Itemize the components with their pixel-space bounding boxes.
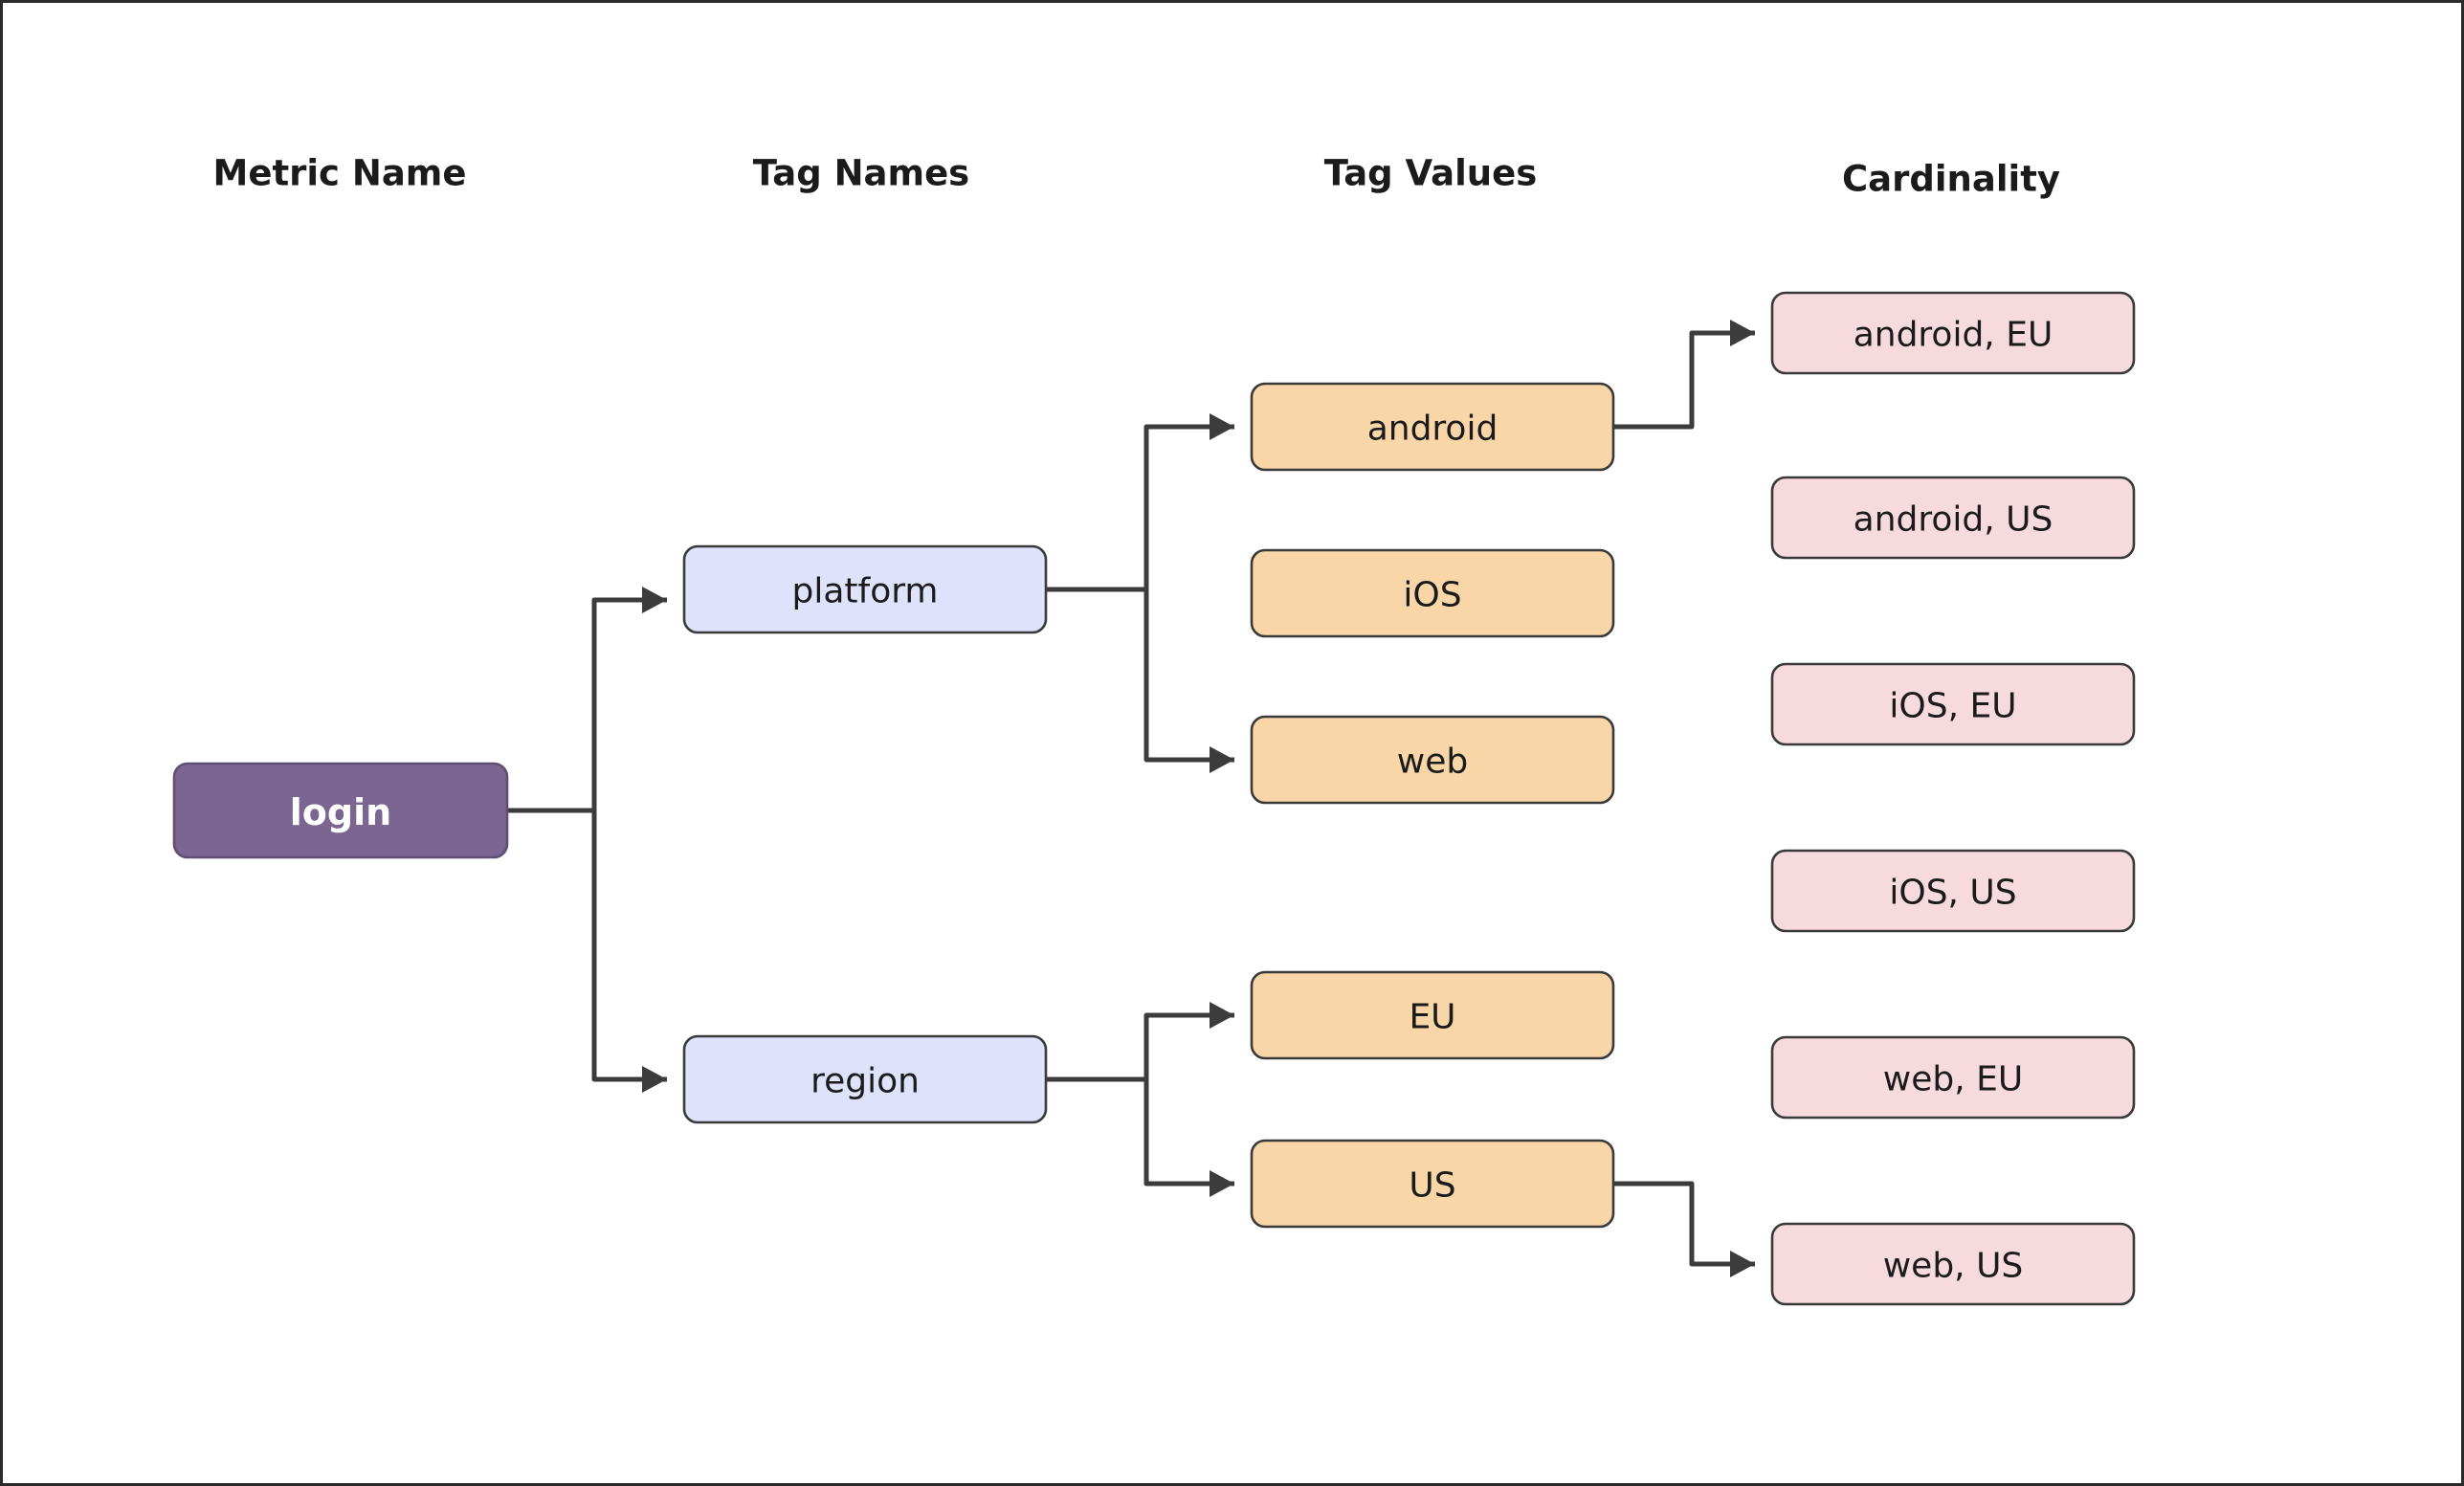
node-label-ios-eu: iOS, EU (1889, 687, 2016, 726)
edge-line-android-to-android-eu (1613, 330, 1755, 430)
node-box-android-eu[interactable] (1770, 291, 2136, 375)
node-ios[interactable]: iOS (1250, 548, 1615, 638)
node-web-eu[interactable]: web, EU (1770, 1035, 2136, 1120)
edge-arrowhead-region-to-us (1210, 1170, 1234, 1197)
edge-region-to-eu (1046, 1002, 1234, 1082)
edge-arrowhead-platform-to-web (1210, 746, 1234, 773)
node-android[interactable]: android (1250, 382, 1615, 472)
node-box-web-us[interactable] (1770, 1222, 2136, 1306)
node-android-us[interactable]: android, US (1770, 476, 2136, 560)
column-header-cardinality: Cardinality (1842, 159, 2060, 200)
column-headers-group: Metric Name Tag Names Tag Values Cardinalit… (213, 153, 2060, 200)
node-label-region: region (810, 1062, 920, 1101)
node-label-ios-us: iOS, US (1889, 874, 2016, 913)
node-web[interactable]: web (1250, 715, 1615, 805)
node-label-android: android (1367, 410, 1498, 449)
node-label-ios: iOS (1403, 576, 1461, 615)
node-ios-us[interactable]: iOS, US (1770, 849, 2136, 933)
node-label-android-us: android, US (1854, 500, 2053, 540)
node-label-web-eu: web, EU (1883, 1060, 2023, 1099)
edge-arrowhead-us-to-web-us (1730, 1251, 1755, 1277)
node-label-us: US (1409, 1166, 1455, 1206)
edge-line-login-to-region (507, 808, 667, 1082)
edge-arrowhead-android-to-android-eu (1730, 320, 1755, 346)
node-ios-eu[interactable]: iOS, EU (1770, 662, 2136, 746)
node-box-android[interactable] (1250, 382, 1615, 472)
node-region[interactable]: region (682, 1034, 1048, 1124)
node-box-web[interactable] (1250, 715, 1615, 805)
edge-arrowhead-region-to-eu (1210, 1002, 1234, 1029)
edge-line-platform-to-android (1046, 424, 1234, 592)
column-header-metric-name: Metric Name (213, 153, 467, 194)
node-label-platform: platform (792, 572, 939, 611)
edge-login-to-region (507, 808, 667, 1093)
node-platform[interactable]: platform (682, 544, 1048, 634)
edges-group (507, 320, 1755, 1277)
edge-login-to-platform (507, 587, 667, 813)
edge-us-to-web-us (1613, 1181, 1755, 1277)
edge-platform-to-web (1046, 587, 1234, 773)
node-login[interactable]: login (172, 762, 509, 859)
edge-line-us-to-web-us (1613, 1181, 1755, 1267)
node-eu[interactable]: EU (1250, 970, 1615, 1060)
edge-line-region-to-us (1046, 1076, 1234, 1187)
node-label-web: web (1397, 743, 1468, 782)
edge-line-region-to-eu (1046, 1012, 1234, 1082)
node-box-region[interactable] (682, 1034, 1048, 1124)
column-header-tag-values: Tag Values (1324, 153, 1538, 194)
node-box-ios-us[interactable] (1770, 849, 2136, 933)
node-box-login[interactable] (172, 762, 509, 859)
node-label-android-eu: android, EU (1854, 316, 2053, 355)
edge-android-to-android-eu (1613, 320, 1755, 430)
edge-line-login-to-platform (507, 597, 667, 813)
column-header-tag-names: Tag Names (753, 153, 969, 194)
edge-arrowhead-login-to-platform (642, 587, 667, 613)
node-label-web-us: web, US (1883, 1247, 2024, 1286)
node-label-login: login (290, 791, 391, 833)
node-android-eu[interactable]: android, EU (1770, 291, 2136, 375)
edge-platform-to-android (1046, 413, 1234, 592)
node-box-us[interactable] (1250, 1139, 1615, 1229)
diagram-svg: Metric Name Tag Names Tag Values Cardinalit… (172, 153, 2136, 1306)
node-us[interactable]: US (1250, 1139, 1615, 1229)
node-box-platform[interactable] (682, 544, 1048, 634)
node-box-eu[interactable] (1250, 970, 1615, 1060)
node-box-android-us[interactable] (1770, 476, 2136, 560)
edge-arrowhead-platform-to-android (1210, 413, 1234, 440)
node-box-ios[interactable] (1250, 548, 1615, 638)
node-box-ios-eu[interactable] (1770, 662, 2136, 746)
edge-region-to-us (1046, 1076, 1234, 1197)
edge-line-platform-to-web (1046, 587, 1234, 763)
node-label-eu: EU (1409, 998, 1455, 1037)
node-web-us[interactable]: web, US (1770, 1222, 2136, 1306)
edge-arrowhead-login-to-region (642, 1066, 667, 1093)
node-box-web-eu[interactable] (1770, 1035, 2136, 1120)
